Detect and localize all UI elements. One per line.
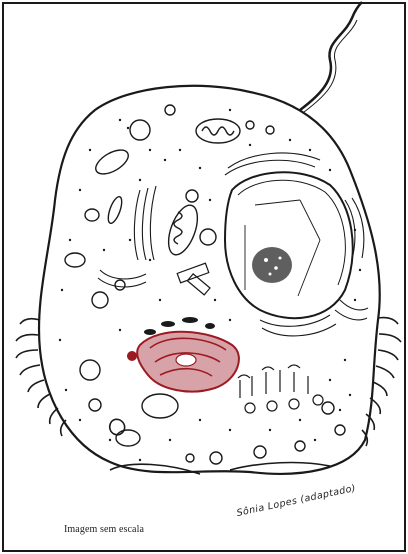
nucleolus [252, 247, 292, 283]
figure-caption: Imagem sem escala [64, 524, 144, 535]
endoplasmic-reticulum-left [98, 186, 156, 287]
ribosomes [59, 109, 361, 461]
mitochondrion [92, 119, 240, 259]
vesicle-bodies [110, 419, 330, 474]
cell-membrane [39, 86, 380, 474]
smooth-er [238, 365, 323, 413]
golgi-apparatus [127, 332, 239, 392]
centriole [177, 263, 210, 295]
flagellum [300, 2, 362, 110]
nucleus [225, 172, 353, 318]
microvilli-left [16, 319, 66, 436]
